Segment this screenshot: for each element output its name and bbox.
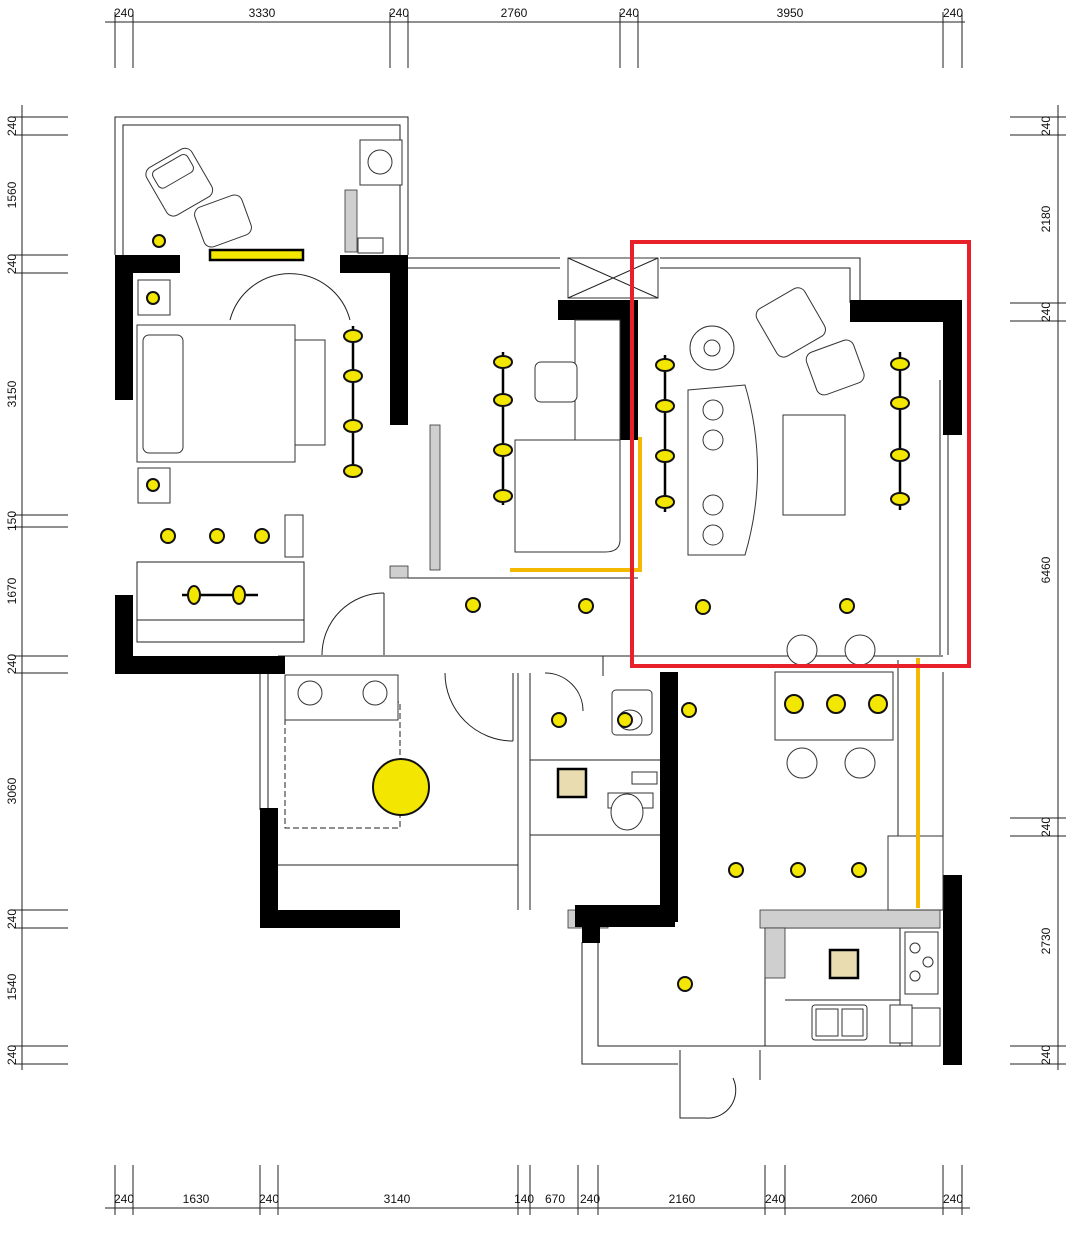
dim-left-11: 240 [5,1045,19,1065]
dim-left-1: 240 [5,116,19,136]
large-ceiling-light-icon [372,758,430,816]
dim-right-5: 240 [1039,817,1053,837]
dim-right-2: 2180 [1039,205,1053,232]
furniture [136,139,944,1047]
dim-top-1: 240 [114,6,134,20]
dim-left-6: 1670 [5,577,19,604]
spotlight-balcony [152,234,166,248]
chair-1 [786,634,818,666]
living-room-highlight-frame [630,240,971,668]
sink-balcony [357,237,384,254]
led-strip-bar [208,248,305,262]
chair-2 [844,634,876,666]
chair-3 [786,747,818,779]
dim-top-4: 2760 [501,6,528,20]
coffee-table [782,414,846,516]
dim-left-8: 3060 [5,777,19,804]
cabinet [887,835,944,911]
track-light-living-right [890,352,910,510]
dim-bottom-10: 2060 [851,1192,878,1206]
spotlights [146,234,888,992]
desk [574,319,621,441]
dim-left-9: 240 [5,909,19,929]
dim-bottom-9: 240 [765,1192,785,1206]
dim-right-7: 240 [1039,1045,1053,1065]
dimension-labels-right: 240 2180 240 6460 240 2730 240 [1039,116,1053,1065]
dim-left-7: 240 [5,654,19,674]
dim-right-1: 240 [1039,116,1053,136]
dim-bottom-11: 240 [943,1192,963,1206]
toilet [610,793,644,831]
ottoman-living [805,339,865,396]
kitchen-ceiling-light-icon [828,948,860,980]
dimension-lines [14,12,1066,1215]
dim-left-2: 1560 [5,181,19,208]
led-strip-study [510,437,642,572]
dimension-labels-left: 240 1560 240 3150 150 1670 240 3060 240 … [5,116,19,1065]
dim-bottom-1: 240 [114,1192,134,1206]
track-light-study [493,352,513,505]
dim-bottom-7: 240 [580,1192,600,1206]
square-ceiling-light-icon [556,767,588,799]
dim-bottom-2: 1630 [183,1192,210,1206]
lounge-chair-balcony [145,147,214,217]
dimension-labels-top: 240 3330 240 2760 240 3950 240 [114,6,963,20]
dim-top-6: 3950 [777,6,804,20]
room-outlines [114,116,949,1065]
dim-bottom-5: 140 [514,1192,534,1206]
dim-left-3: 240 [5,254,19,274]
spotlight-nightstand-1 [146,291,160,305]
dim-bottom-3: 240 [259,1192,279,1206]
dim-left-5: 150 [5,511,19,531]
dim-right-4: 6460 [1039,556,1053,583]
sofa [687,384,758,556]
dim-bottom-8: 2160 [669,1192,696,1206]
dim-top-5: 240 [619,6,639,20]
dim-bottom-4: 3140 [384,1192,411,1206]
dimension-labels-bottom: 240 1630 240 3140 140 670 240 2160 240 2… [114,1192,963,1206]
track-light-living-left [655,355,675,512]
pendant-1 [784,694,804,714]
chair-4 [844,747,876,779]
dim-top-7: 240 [943,6,963,20]
lounge-chair-living [755,287,826,358]
pendant-3 [868,694,888,714]
pendant-2 [826,694,846,714]
spotlight-nightstand-2 [146,478,160,492]
desk-chair [534,361,578,403]
dim-left-10: 1540 [5,973,19,1000]
dim-bottom-6: 670 [545,1192,565,1206]
dim-right-3: 240 [1039,302,1053,322]
dim-top-3: 240 [389,6,409,20]
ottoman-balcony [194,194,252,248]
dim-right-6: 2730 [1039,927,1053,954]
track-light-master [343,326,363,478]
track-lights [182,326,910,605]
track-light-closet [182,585,258,605]
led-strips [208,248,920,908]
doors [229,273,761,1119]
dim-top-2: 3330 [249,6,276,20]
dim-left-4: 3150 [5,380,19,407]
